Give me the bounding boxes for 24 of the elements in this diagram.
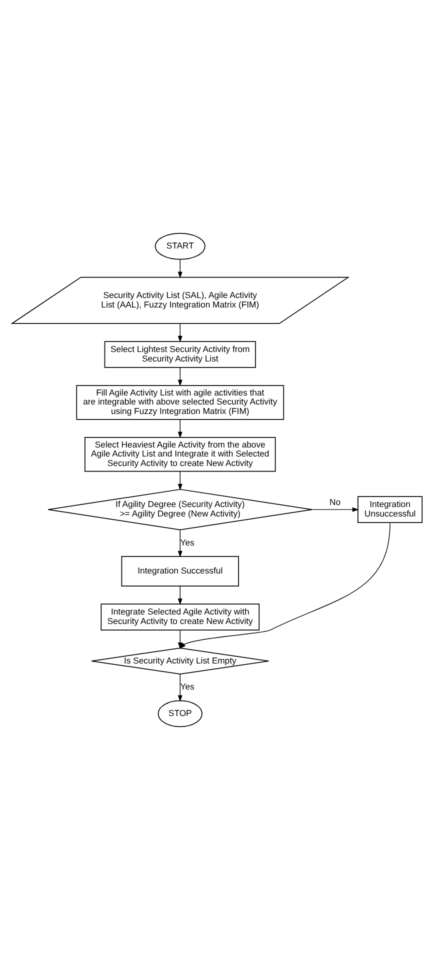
node-box: Select Heaviest Agile Activity from the above Agile Activity List and Integrate it with Selected Security Activity to create New Activity <box>84 437 276 472</box>
node-ellipse: START <box>154 232 205 260</box>
arrow <box>177 530 182 558</box>
arrow <box>177 367 182 386</box>
node-ellipse: STOP <box>157 700 202 728</box>
node-diamond: Is Security Activity List Empty <box>90 648 269 674</box>
arrow <box>177 259 182 278</box>
arrow <box>311 507 358 512</box>
node-box: Fill Agile Activity List with agile activities that are integrable with above selected Security Activity using Fuzzy Integration Matrix (FIM) <box>76 385 284 420</box>
edge-label: No <box>329 496 340 507</box>
arrow <box>178 522 390 649</box>
arrow <box>177 674 182 702</box>
node-box: Select Lightest Security Activity from Security Activity List <box>104 341 256 368</box>
node-box: Integrate Selected Agile Activity with Security Activity to create New Activity <box>100 604 260 630</box>
edge-label: Yes <box>180 537 194 548</box>
node-box: Integration Unsuccessful <box>357 496 422 523</box>
arrow <box>177 471 182 490</box>
arrow <box>177 586 182 605</box>
arrow <box>177 630 182 649</box>
edge-label: Yes <box>180 682 194 692</box>
node-diamond: If Agility Degree (Security Activity) >= Agility Degree (New Activity) <box>47 488 312 530</box>
arrow <box>177 323 182 342</box>
node-box: Integration Successful <box>120 556 238 586</box>
arrow <box>177 419 182 438</box>
